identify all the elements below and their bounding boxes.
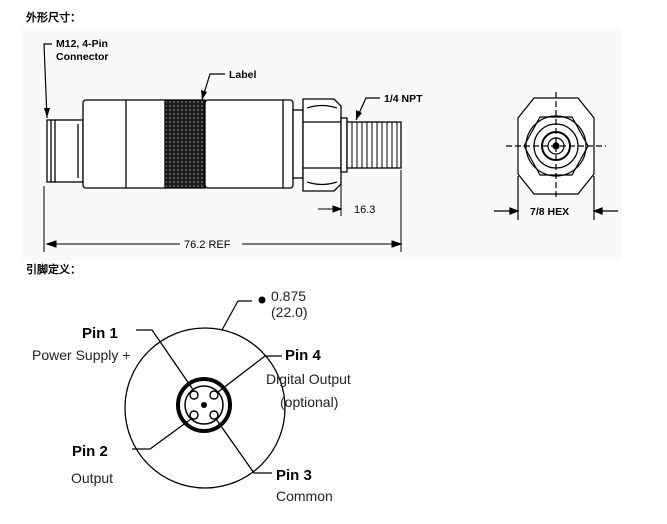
pin-2-function: Output	[71, 470, 113, 486]
hex-size-label: 7/8 HEX	[530, 206, 569, 218]
dim-overall-length: 76.2 REF	[184, 239, 231, 251]
sensor-side-view	[46, 98, 402, 192]
hex-nut-side	[302, 98, 342, 192]
pin-2-contact	[189, 410, 199, 420]
diameter-symbol	[258, 296, 266, 304]
pin-1-name: Pin 1	[82, 325, 118, 342]
pin-4-function: Digital Output	[266, 371, 351, 387]
pin-4-name: Pin 4	[285, 347, 322, 364]
pin-3-contact	[209, 410, 219, 420]
pinout-heading: 引脚定义：	[26, 262, 81, 276]
pin-1-function: Power Supply +	[32, 347, 130, 363]
pin-4-contact	[209, 390, 219, 400]
dim-thread-length: 16.3	[354, 204, 375, 216]
connector-label-line1: M12, 4-Pin	[56, 38, 108, 50]
connector-callout: M12, 4-Pin Connector	[43, 38, 109, 119]
body-neck	[292, 109, 304, 179]
pin-1-contact	[189, 390, 199, 400]
dimensions-heading: 外形尺寸：	[25, 10, 81, 24]
pinout-diagram: 0.875 (22.0) Pin 1 Power Supply + Pin 4 …	[32, 288, 351, 504]
connector-label-line2: Connector	[56, 51, 109, 63]
thread-collar	[340, 117, 348, 173]
diameter-mm: (22.0)	[271, 304, 308, 320]
label-callout-text: Label	[229, 69, 257, 81]
pin-4-note: (optional)	[280, 394, 338, 410]
hex-end-view: 7/8 HEX	[494, 92, 618, 220]
m12-connector-stub	[46, 119, 84, 183]
sensor-body-front	[204, 99, 294, 189]
pin-3-name: Pin 3	[276, 467, 312, 484]
diameter-inches: 0.875	[271, 288, 306, 304]
thread-length-dimension: 16.3	[318, 170, 402, 252]
pin-3-function: Common	[276, 488, 333, 504]
knurled-label-band	[164, 99, 206, 189]
overall-length-dimension: 76.2 REF	[43, 186, 403, 252]
pin-2-name: Pin 2	[72, 443, 108, 460]
thread-callout: 1/4 NPT	[355, 93, 423, 121]
npt-thread	[346, 121, 402, 169]
dimension-drawing-panel: M12, 4-Pin Connector Label 1/4 NPT 16.3	[22, 28, 622, 260]
label-callout: Label	[201, 69, 257, 101]
thread-label: 1/4 NPT	[384, 93, 423, 105]
